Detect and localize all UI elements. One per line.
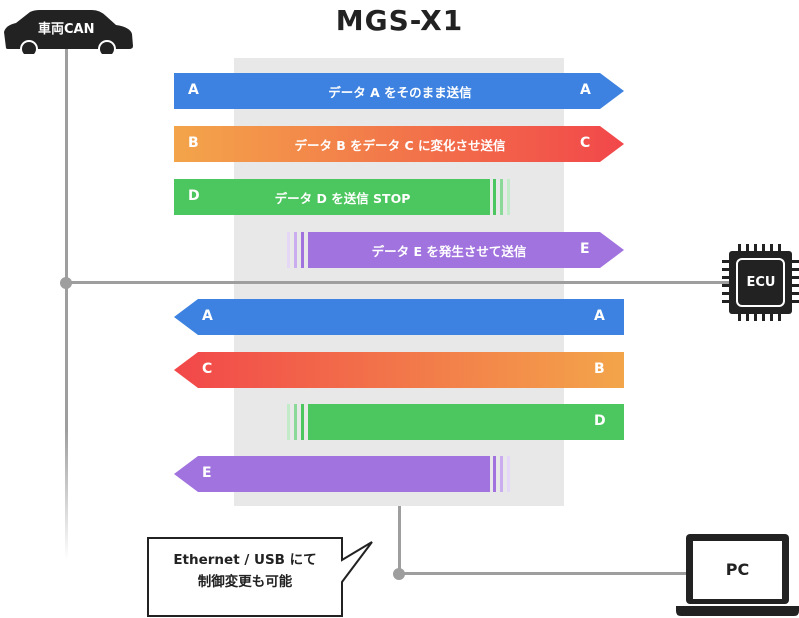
arrow-d-stop-bar	[174, 179, 490, 215]
bubble-line-1: Ethernet / USB にて	[173, 552, 317, 568]
out-e-right-label: E	[580, 241, 590, 257]
arrow-d-stop-stripe	[493, 179, 496, 215]
chip-icon	[722, 244, 799, 321]
arrow-in-e-stripe	[493, 456, 496, 492]
arrow-in-a	[174, 299, 624, 335]
laptop-icon	[676, 534, 799, 616]
out-b-left-label: B	[188, 135, 199, 151]
arrow-e-gen-stripe	[301, 232, 304, 268]
car-icon	[4, 10, 133, 54]
can-bus-junction-dot	[60, 277, 72, 289]
pc-link-junction-dot	[393, 568, 405, 580]
in-b-right-label: B	[594, 361, 605, 377]
arrow-in-e-stripe	[500, 456, 503, 492]
bubble-text: Ethernet / USB にて 制御変更も可能	[148, 549, 342, 593]
speech-bubble-icon	[147, 537, 373, 617]
arrow-b-to-c	[174, 126, 624, 162]
pc-label: PC	[725, 560, 750, 579]
arrow-d-stop-stripe	[500, 179, 503, 215]
out-d-left-label: D	[188, 188, 200, 204]
arrow-in-d	[308, 404, 624, 440]
arrow-a-to-a	[174, 73, 624, 109]
can-bus-vertical-line	[65, 40, 68, 560]
in-d-right-label: D	[594, 413, 606, 429]
arrow-d-stop-stripe	[507, 179, 510, 215]
bubble-line-2: 制御変更も可能	[197, 574, 293, 590]
out-b-right-label: C	[580, 135, 591, 151]
arrow-in-d-stripe	[287, 404, 290, 440]
arrow-in-d-stripe	[294, 404, 297, 440]
arrow-in-b-to-c	[174, 352, 624, 388]
in-a-right-label: A	[594, 308, 605, 324]
pc-link-horizontal-line	[399, 572, 689, 575]
can-bus-horizontal-line	[66, 281, 736, 284]
out-a-left-label: A	[188, 82, 199, 98]
diagram-title: MGS-X1	[335, 4, 464, 37]
arrow-e-gen-stripe	[287, 232, 290, 268]
ecu-label: ECU	[746, 275, 776, 290]
arrow-in-e	[174, 456, 490, 492]
in-a-left-label: A	[202, 308, 213, 324]
arrow-e-gen	[308, 232, 624, 268]
arrow-e-gen-stripe	[294, 232, 297, 268]
car-label: 車両CAN	[38, 22, 95, 37]
out-d-text: データ D を送信 STOP	[274, 191, 411, 206]
out-b-text: データ B をデータ C に変化させ送信	[294, 138, 506, 153]
pc-link-vertical-line	[398, 506, 401, 576]
arrow-in-e-stripe	[507, 456, 510, 492]
in-e-left-label: E	[202, 465, 212, 481]
out-e-text: データ E を発生させて送信	[371, 244, 527, 259]
out-a-right-label: A	[580, 82, 591, 98]
arrow-in-d-stripe	[301, 404, 304, 440]
out-a-text: データ A をそのまま送信	[328, 85, 472, 100]
in-c-left-label: C	[202, 361, 213, 377]
